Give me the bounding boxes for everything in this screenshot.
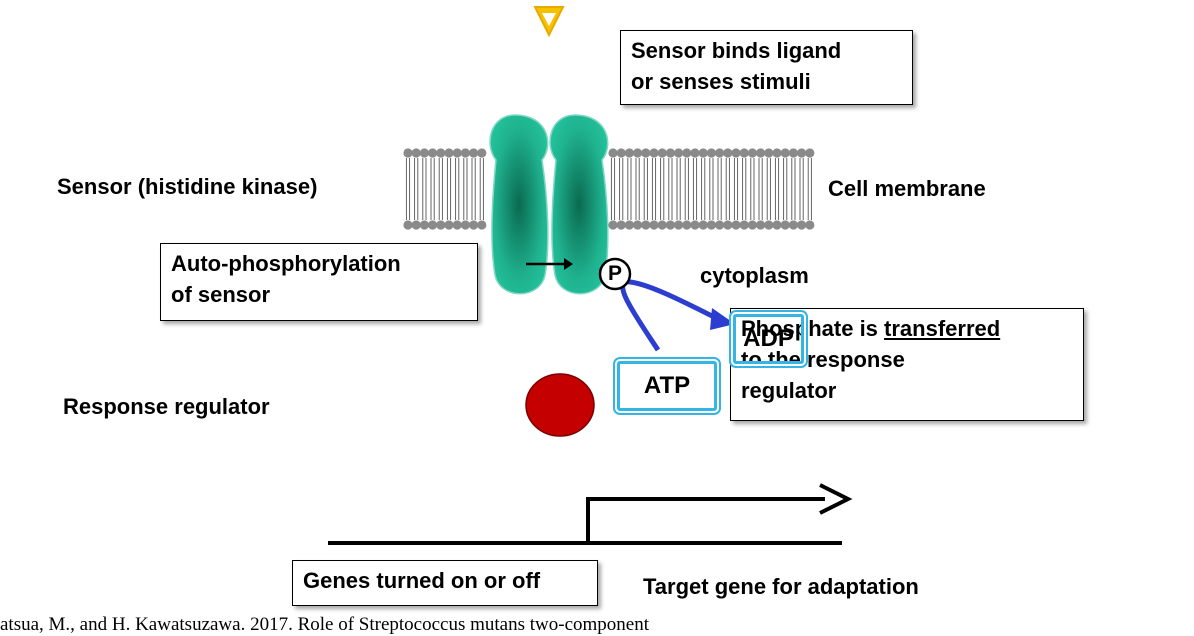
lipid-head bbox=[608, 220, 618, 230]
lipid-head bbox=[706, 148, 717, 158]
lipid-head bbox=[797, 148, 807, 158]
adp-box: ADP bbox=[733, 314, 804, 364]
lipid-head bbox=[616, 220, 626, 230]
lipid-head bbox=[624, 148, 635, 158]
lipid-head bbox=[739, 148, 749, 158]
auto-phosphorylation-box: Auto-phosphorylation of sensor bbox=[160, 243, 478, 321]
lipid-head bbox=[649, 220, 659, 230]
lipid-head bbox=[772, 148, 782, 158]
lipid-head bbox=[649, 148, 659, 158]
lipid-head bbox=[690, 220, 700, 230]
lipid-head bbox=[657, 148, 667, 158]
lipid-head bbox=[797, 220, 807, 230]
lipid-head bbox=[756, 220, 766, 230]
lipid-head bbox=[805, 148, 815, 158]
phosphate-transfer-box: Phosphate is transferred to the response… bbox=[730, 308, 1084, 421]
lipid-head bbox=[460, 148, 470, 158]
lipid-head bbox=[477, 148, 487, 158]
lipid-head bbox=[403, 220, 413, 230]
lipid-head bbox=[739, 220, 749, 230]
lipid-head bbox=[452, 220, 462, 230]
lipid-head bbox=[715, 148, 725, 158]
phosphate-transfer-arrow bbox=[620, 279, 735, 352]
phosphate-transfer-prefix: Phosphate is bbox=[741, 316, 885, 341]
lipid-head bbox=[780, 220, 790, 230]
autophosphorylation-arrow bbox=[526, 258, 573, 270]
lipid-head bbox=[698, 148, 708, 158]
lipid-head bbox=[756, 148, 766, 158]
lipid-head bbox=[460, 220, 470, 230]
lipid-head bbox=[624, 220, 635, 230]
lipid-head bbox=[715, 220, 725, 230]
sensor-label: Sensor (histidine kinase) bbox=[57, 174, 318, 199]
lipid-head bbox=[444, 220, 454, 230]
lipid-head bbox=[665, 220, 676, 230]
lipid-head bbox=[682, 220, 692, 230]
target-gene-label: Target gene for adaptation bbox=[643, 574, 919, 599]
lipid-head bbox=[690, 148, 700, 158]
lipid-head bbox=[657, 220, 667, 230]
lipid-head bbox=[698, 220, 708, 230]
lipid-head bbox=[419, 148, 429, 158]
phosphate-transfer-rest: to the response regulator bbox=[741, 347, 905, 403]
lipid-head bbox=[747, 220, 758, 230]
lipid-head bbox=[428, 220, 438, 230]
lipid-head bbox=[436, 220, 446, 230]
atp-box: ATP bbox=[617, 361, 717, 411]
lipid-head bbox=[665, 148, 676, 158]
lipid-head bbox=[477, 220, 487, 230]
phosphate-circle-icon bbox=[598, 257, 632, 291]
lipid-head bbox=[436, 148, 446, 158]
sensor-binds-box: Sensor binds ligand or senses stimuli bbox=[620, 30, 913, 105]
cell-membrane-label: Cell membrane bbox=[828, 176, 986, 201]
lipid-head bbox=[723, 220, 733, 230]
lipid-head bbox=[764, 220, 774, 230]
lipid-head bbox=[674, 148, 684, 158]
lipid-head bbox=[444, 148, 454, 158]
lipid-head bbox=[411, 148, 421, 158]
lipid-head bbox=[723, 148, 733, 158]
lipid-head bbox=[788, 220, 799, 230]
lipid-head bbox=[469, 220, 479, 230]
lipid-head bbox=[616, 148, 626, 158]
lipid-head bbox=[731, 220, 741, 230]
cytoplasm-label: cytoplasm bbox=[700, 263, 809, 288]
phosphate-symbol: P bbox=[607, 262, 622, 285]
lipid-head bbox=[469, 148, 479, 158]
citation-text: atsua, M., and H. Kawatsuzawa. 2017. Rol… bbox=[0, 614, 650, 635]
lipid-head bbox=[633, 148, 643, 158]
lipid-head bbox=[706, 220, 717, 230]
down-triangle-icon[interactable] bbox=[532, 4, 566, 38]
lipid-head bbox=[764, 148, 774, 158]
sensor-histidine-kinase-dimer bbox=[489, 114, 609, 295]
lipid-head bbox=[411, 220, 421, 230]
lipid-head bbox=[633, 220, 643, 230]
lipid-head bbox=[419, 220, 429, 230]
phosphate-transfer-underlined: transferred bbox=[884, 316, 1001, 341]
lipid-head bbox=[788, 148, 799, 158]
lipid-head bbox=[428, 148, 438, 158]
lipid-head bbox=[641, 220, 651, 230]
lipid-head bbox=[731, 148, 741, 158]
lipid-head bbox=[674, 220, 684, 230]
lipid-head bbox=[747, 148, 758, 158]
response-regulator-oval bbox=[525, 373, 595, 437]
genes-turned-box: Genes turned on or off bbox=[292, 560, 598, 606]
lipid-head bbox=[641, 148, 651, 158]
gene-promoter-diagram bbox=[328, 483, 853, 545]
response-regulator-label: Response regulator bbox=[63, 394, 270, 419]
lipid-head bbox=[682, 148, 692, 158]
lipid-head bbox=[772, 220, 782, 230]
lipid-head bbox=[403, 148, 413, 158]
lipid-head bbox=[608, 148, 618, 158]
lipid-head bbox=[805, 220, 815, 230]
lipid-head bbox=[780, 148, 790, 158]
lipid-head bbox=[452, 148, 462, 158]
